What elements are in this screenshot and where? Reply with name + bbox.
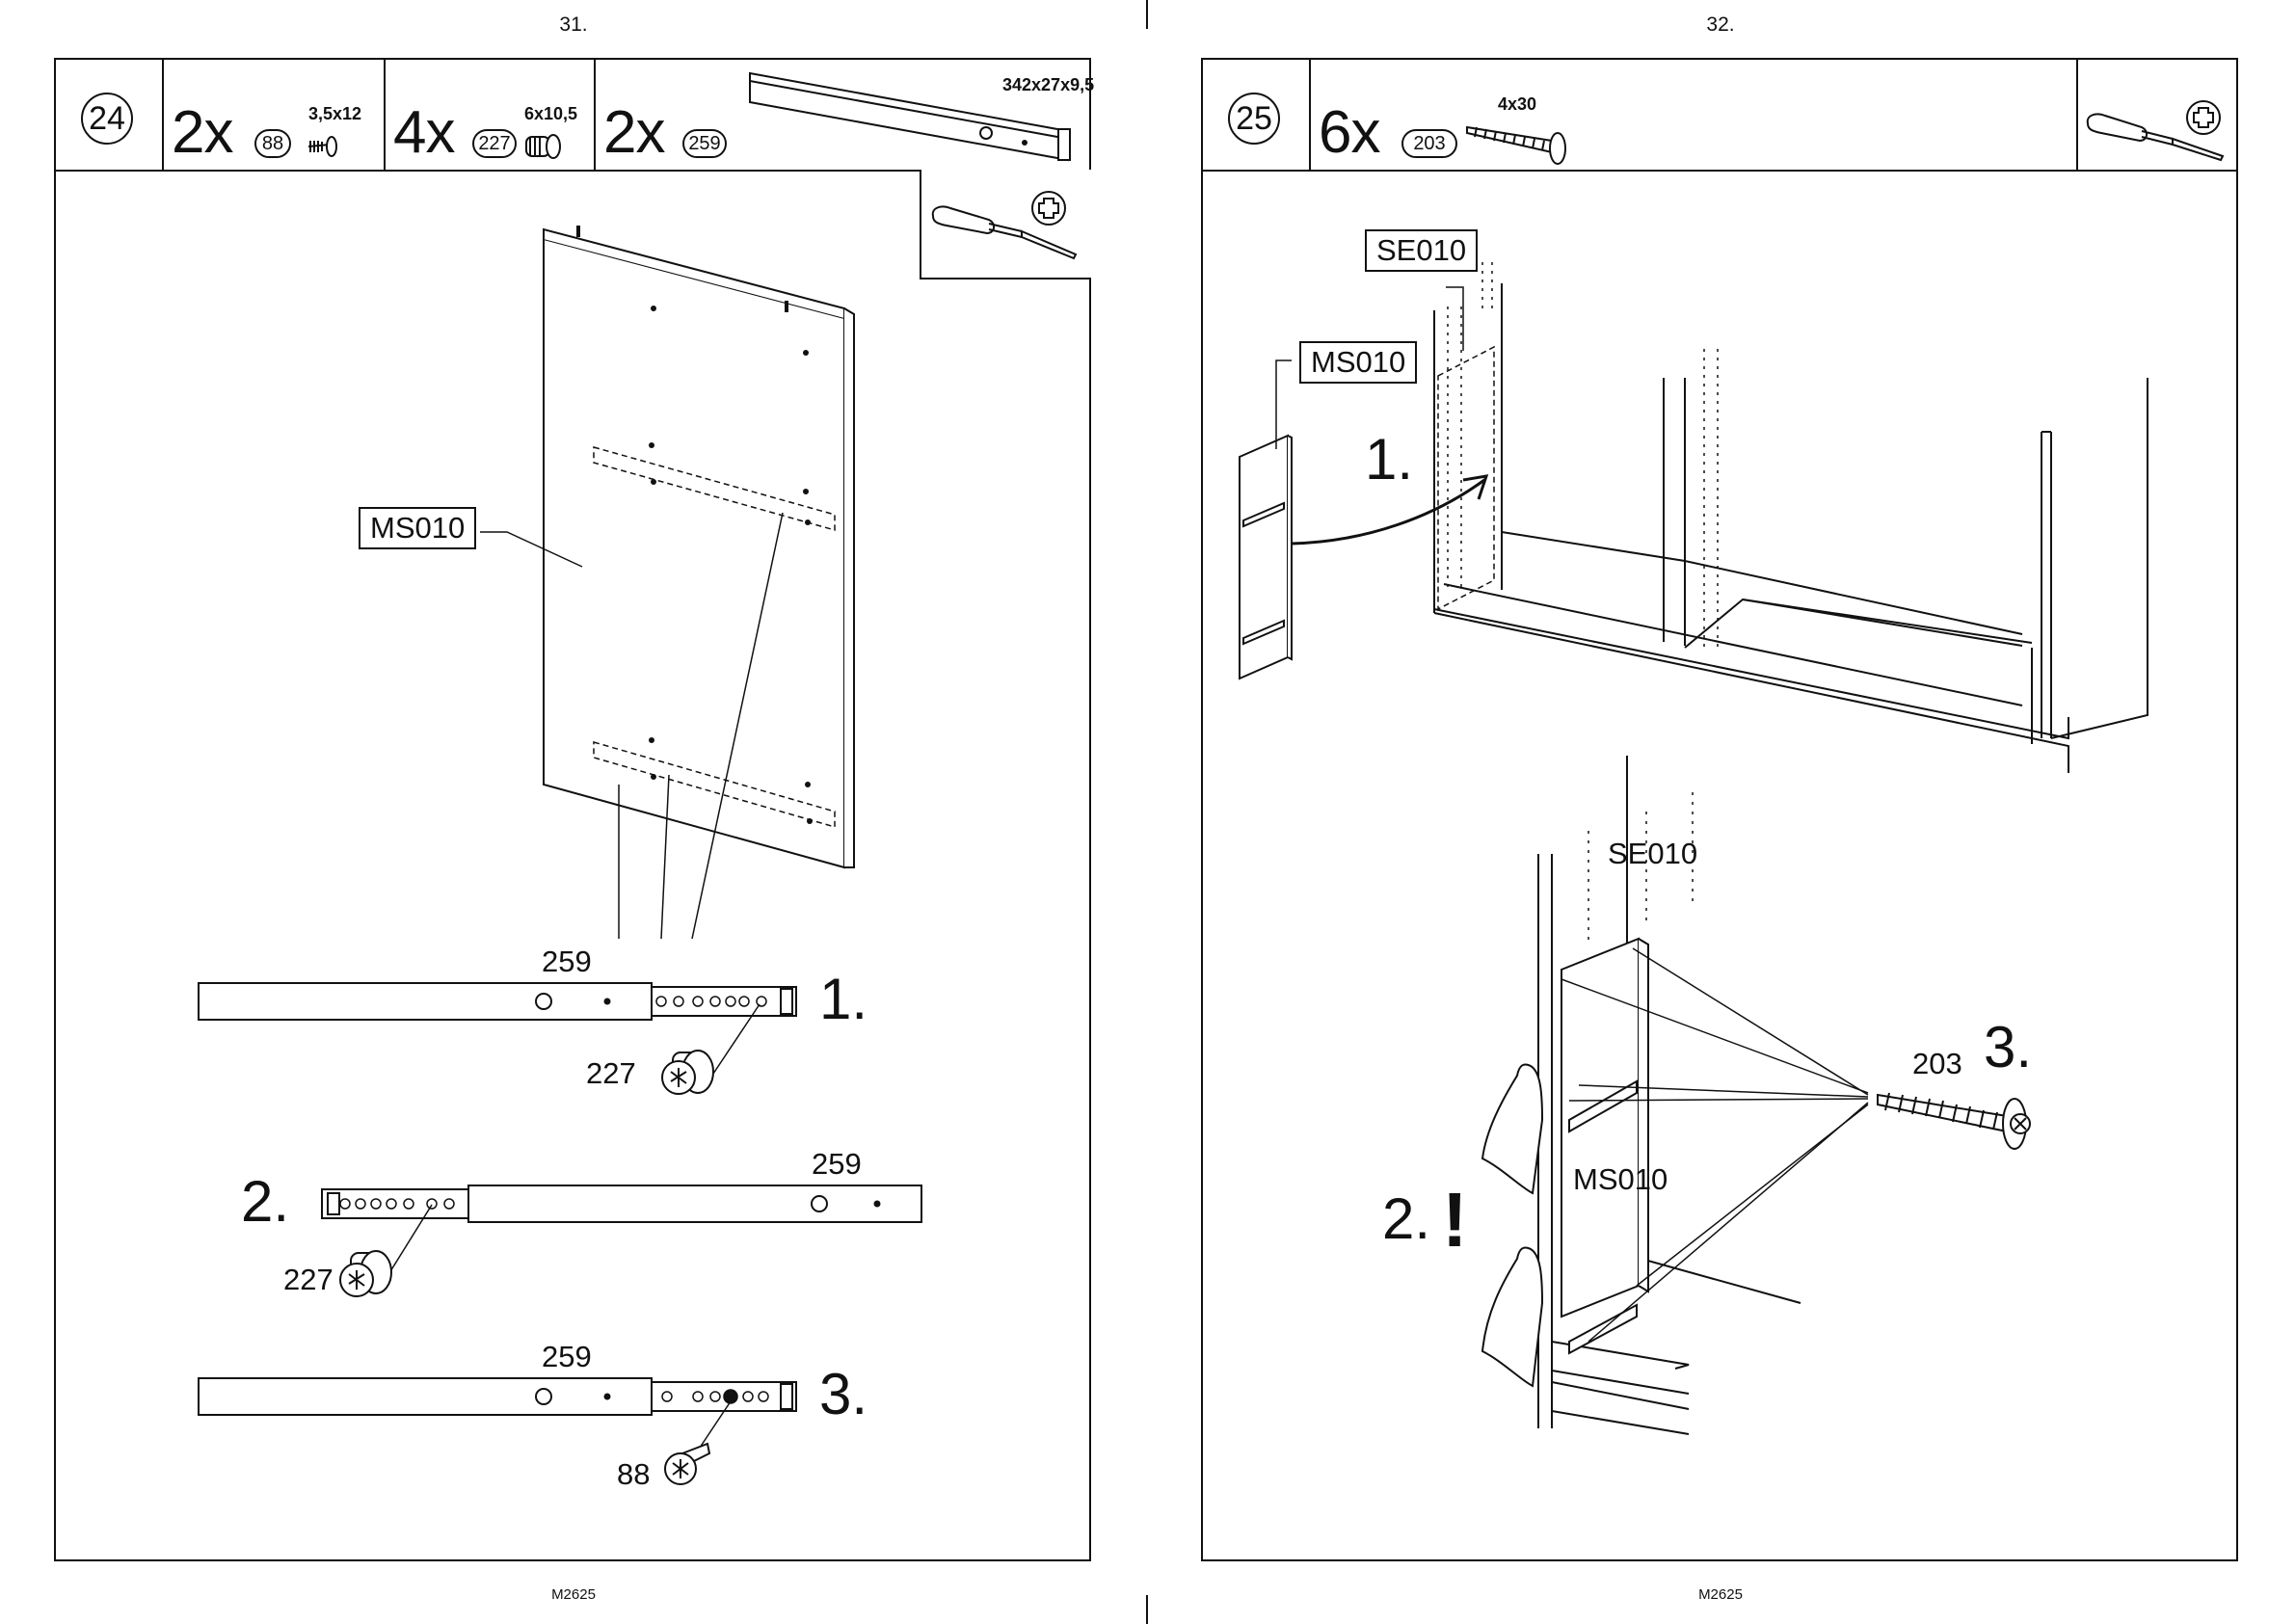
screw-label: 203	[1912, 1047, 1962, 1081]
footer-code: M2625	[0, 1586, 1147, 1603]
screw-label: 88	[617, 1457, 650, 1492]
warning-icon: !	[1442, 1176, 1468, 1265]
screw-203	[1878, 1093, 2030, 1149]
screw-227-b	[340, 1251, 391, 1296]
panel-label: MS010	[1573, 1162, 1668, 1197]
step-frame: 24 2x 88 3,5x12 4x 227 6x10,5	[54, 58, 1091, 1561]
page-number: 32.	[1147, 13, 2294, 37]
rail-label: 259	[812, 1147, 862, 1182]
page-number: 31.	[0, 13, 1147, 37]
side-panel-label: SE010	[1608, 837, 1697, 871]
sub-step-label: 1.	[1365, 426, 1413, 493]
screw-label: 227	[586, 1056, 636, 1091]
sub-step-label: 2.	[241, 1168, 289, 1235]
panel-label: MS010	[359, 507, 476, 549]
screw-227-a	[662, 1051, 713, 1094]
sub-step-label: 3.	[819, 1361, 867, 1427]
page-31: 31. 24 2x 88 3,5x12 4x 227 6x10,5	[0, 0, 1147, 1624]
screw-label: 227	[283, 1263, 334, 1297]
step-frame: 25 6x 203 4x30	[1201, 58, 2238, 1561]
panel-ms010	[544, 239, 844, 867]
side-panel-label: SE010	[1365, 229, 1478, 272]
sub-step-label: 3.	[1984, 1014, 2032, 1080]
rail-label: 259	[542, 945, 592, 979]
assembly-drawing	[56, 60, 1093, 1563]
page-32: 32. 25 6x 203 4x30	[1147, 0, 2294, 1624]
assembly-drawing	[1203, 60, 2240, 1563]
sub-step-label: 2.	[1382, 1185, 1430, 1252]
panel-label: MS010	[1299, 341, 1417, 384]
screw-88	[665, 1444, 709, 1484]
footer-code: M2625	[1147, 1586, 2294, 1603]
rail-label: 259	[542, 1340, 592, 1374]
sub-step-label: 1.	[819, 966, 867, 1032]
